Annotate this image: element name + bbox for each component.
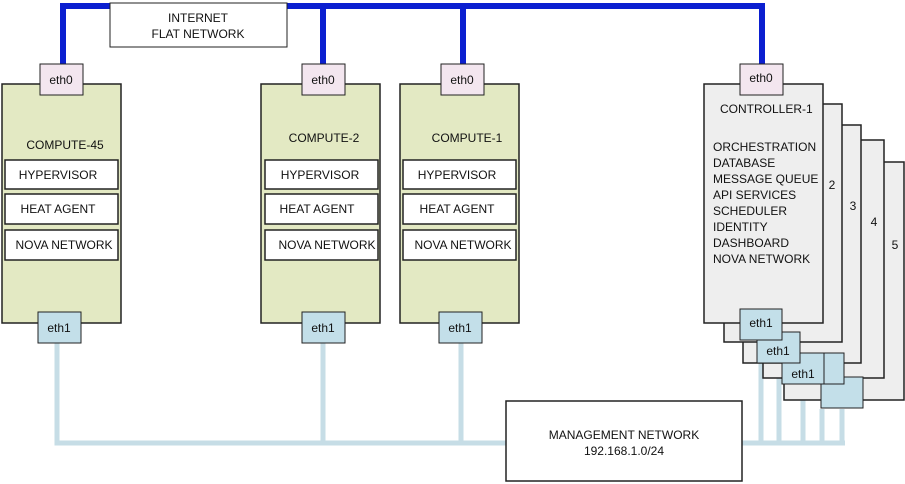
eth1-port-label: eth1 — [448, 321, 472, 335]
service-box-hypervisor — [402, 159, 517, 190]
eth0-port — [301, 63, 346, 96]
controller-service-api-services: API SERVICES — [713, 188, 796, 202]
compute-node-name: COMPUTE-2 — [289, 131, 360, 145]
service-box-nova-network — [402, 229, 517, 261]
service-box-hypervisor — [4, 159, 119, 190]
service-label-hypervisor: HYPERVISOR — [281, 168, 360, 182]
service-box-heat-agent — [4, 193, 119, 225]
controller-stack-number-5: 5 — [892, 238, 899, 252]
internet-bus-lines — [60, 3, 765, 68]
management-network-box-group: MANAGEMENT NETWORK 192.168.1.0/24 — [505, 400, 743, 482]
eth1-port-label: eth1 — [47, 321, 71, 335]
controller-eth1-port-1 — [739, 308, 783, 341]
service-label-nova-network: NOVA NETWORK — [15, 238, 112, 252]
eth0-port — [39, 63, 84, 96]
controller-node-body — [703, 83, 824, 324]
controller-eth1-label-1: eth1 — [749, 316, 773, 330]
controller-stack-number-3: 3 — [850, 199, 857, 213]
compute-node-compute-1: COMPUTE-1 HYPERVISOR HEAT AGENT NOVA NET… — [399, 63, 520, 344]
controller-node-controller-1: CONTROLLER-1 ORCHESTRATION DATABASE MESS… — [703, 63, 824, 341]
management-network-box — [505, 400, 743, 482]
controller-service-dashboard: DASHBOARD — [713, 236, 789, 250]
controller-service-message-queue: MESSAGE QUEUE — [713, 172, 818, 186]
controller-stack-number-2: 2 — [829, 178, 836, 192]
service-label-nova-network: NOVA NETWORK — [278, 238, 375, 252]
eth0-port-label: eth0 — [450, 73, 474, 87]
compute-node-compute-2: COMPUTE-2 HYPERVISOR HEAT AGENT NOVA NET… — [260, 63, 381, 344]
eth1-port — [301, 311, 346, 344]
controller-service-orchestration: ORCHESTRATION — [713, 140, 816, 154]
service-box-nova-network — [4, 229, 119, 261]
service-box-heat-agent — [264, 193, 379, 225]
compute-node-name: COMPUTE-45 — [26, 138, 104, 152]
eth0-port-label: eth0 — [311, 73, 335, 87]
internet-network: INTERNET FLAT NETWORK — [60, 2, 765, 68]
internet-bus-line — [60, 3, 765, 68]
compute-node-name: COMPUTE-1 — [432, 131, 503, 145]
controller-service-nova-network: NOVA NETWORK — [713, 252, 810, 266]
management-network-subnet: 192.168.1.0/24 — [584, 444, 664, 458]
service-label-hypervisor: HYPERVISOR — [19, 168, 98, 182]
eth1-port-label: eth1 — [311, 321, 335, 335]
service-label-heat-agent: HEAT AGENT — [280, 202, 356, 216]
service-label-hypervisor: HYPERVISOR — [418, 168, 497, 182]
compute-node-compute-45: COMPUTE-45 HYPERVISOR HEAT AGENT NOVA NE… — [1, 63, 122, 344]
service-label-heat-agent: HEAT AGENT — [21, 202, 97, 216]
eth0-port-label: eth0 — [49, 73, 73, 87]
controller-stack-number-4: 4 — [871, 215, 878, 229]
management-network-label: MANAGEMENT NETWORK — [549, 428, 699, 442]
internet-network-label: INTERNET — [168, 11, 229, 25]
eth0-port-label: eth0 — [749, 71, 773, 85]
controller-eth1-label-3: eth1 — [791, 367, 815, 381]
service-label-heat-agent: HEAT AGENT — [420, 202, 496, 216]
controller-service-scheduler: SCHEDULER — [713, 204, 787, 218]
eth1-port — [37, 311, 82, 344]
eth0-port — [440, 63, 485, 96]
controller-node-name: CONTROLLER-1 — [720, 102, 813, 116]
controller-eth1-label-2: eth1 — [766, 344, 790, 358]
eth0-port — [739, 63, 784, 96]
controller-service-database: DATABASE — [713, 156, 775, 170]
eth1-port — [438, 311, 483, 344]
internet-network-box — [109, 2, 288, 48]
controller-stack: 5 4 3 2 eth1 eth1 CONTROLLER-1 ORCHESTRA… — [703, 63, 905, 409]
internet-network-sublabel: FLAT NETWORK — [152, 27, 245, 41]
service-box-nova-network — [264, 229, 379, 261]
service-box-heat-agent — [402, 193, 517, 225]
service-label-nova-network: NOVA NETWORK — [414, 238, 511, 252]
controller-service-identity: IDENTITY — [713, 220, 768, 234]
management-line-compute-45 — [54, 343, 508, 446]
service-box-hypervisor — [264, 159, 379, 190]
